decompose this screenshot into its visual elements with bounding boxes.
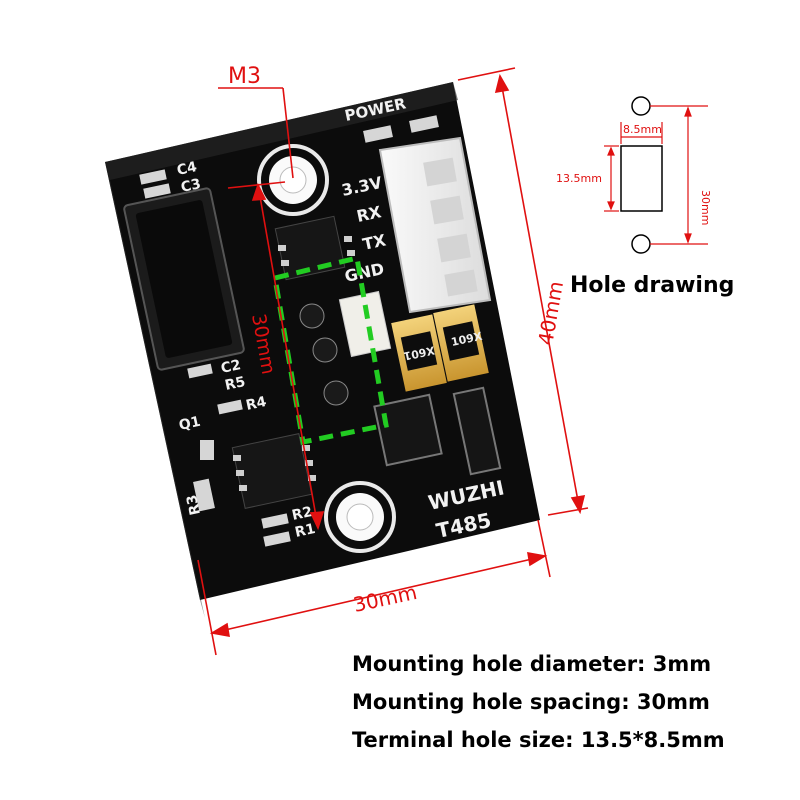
diode-block [373,393,443,467]
transistor-3 [323,380,349,406]
chip-mark-2: 109X [450,330,484,349]
label-width: 30mm [351,580,419,617]
transistor-2 [312,337,338,363]
smd-parts [139,115,439,547]
green-highlight-box [272,254,389,445]
mounting-hole-bottom [324,481,396,553]
hole-drawing: 8.5mm 13.5mm 30mm Hole drawing [556,96,734,298]
large-component [123,187,245,371]
diode-tall [452,386,502,476]
drawing-width-label: 8.5mm [623,123,662,136]
silk-r4: R4 [245,394,269,414]
silk-q1: Q1 [178,414,203,434]
silk-r3: R3 [184,493,204,516]
spec-hole-diameter: Mounting hole diameter: 3mm [352,652,712,676]
drawing-hole-top [631,96,651,116]
silk-tx: TX [361,230,388,254]
hole-drawing-title: Hole drawing [570,273,734,298]
dimension-lines [197,67,589,656]
chip-mark-1: X601 [402,343,435,362]
ic-pins [233,236,355,491]
transistor-1 [299,303,325,329]
silk-c3: C3 [180,176,203,196]
silk-c2: C2 [220,357,243,377]
label-m3: M3 [228,64,261,89]
drawing-spacing-label: 30mm [699,190,712,225]
silk-r2: R2 [291,504,314,524]
gold-chip-left [391,314,447,392]
drawing-hole-bottom [631,234,651,254]
spec-terminal-size: Terminal hole size: 13.5*8.5mm [352,728,725,752]
silk-c4: C4 [176,159,199,179]
spec-hole-spacing: Mounting hole spacing: 30mm [352,690,710,714]
silk-rx: RX [355,202,384,226]
drawing-terminal-hole [620,145,663,212]
silk-r5: R5 [224,374,247,394]
gold-chip-right [433,304,489,382]
silk-r1: R1 [294,521,317,541]
drawing-height-label: 13.5mm [556,172,602,185]
ic-bottom [231,433,313,509]
pcb-board: POWER C4 C3 3.3V RX TX GND C2 R5 R4 Q1 R… [105,82,540,618]
mounting-hole-top [257,144,329,216]
white-connector [378,136,492,314]
